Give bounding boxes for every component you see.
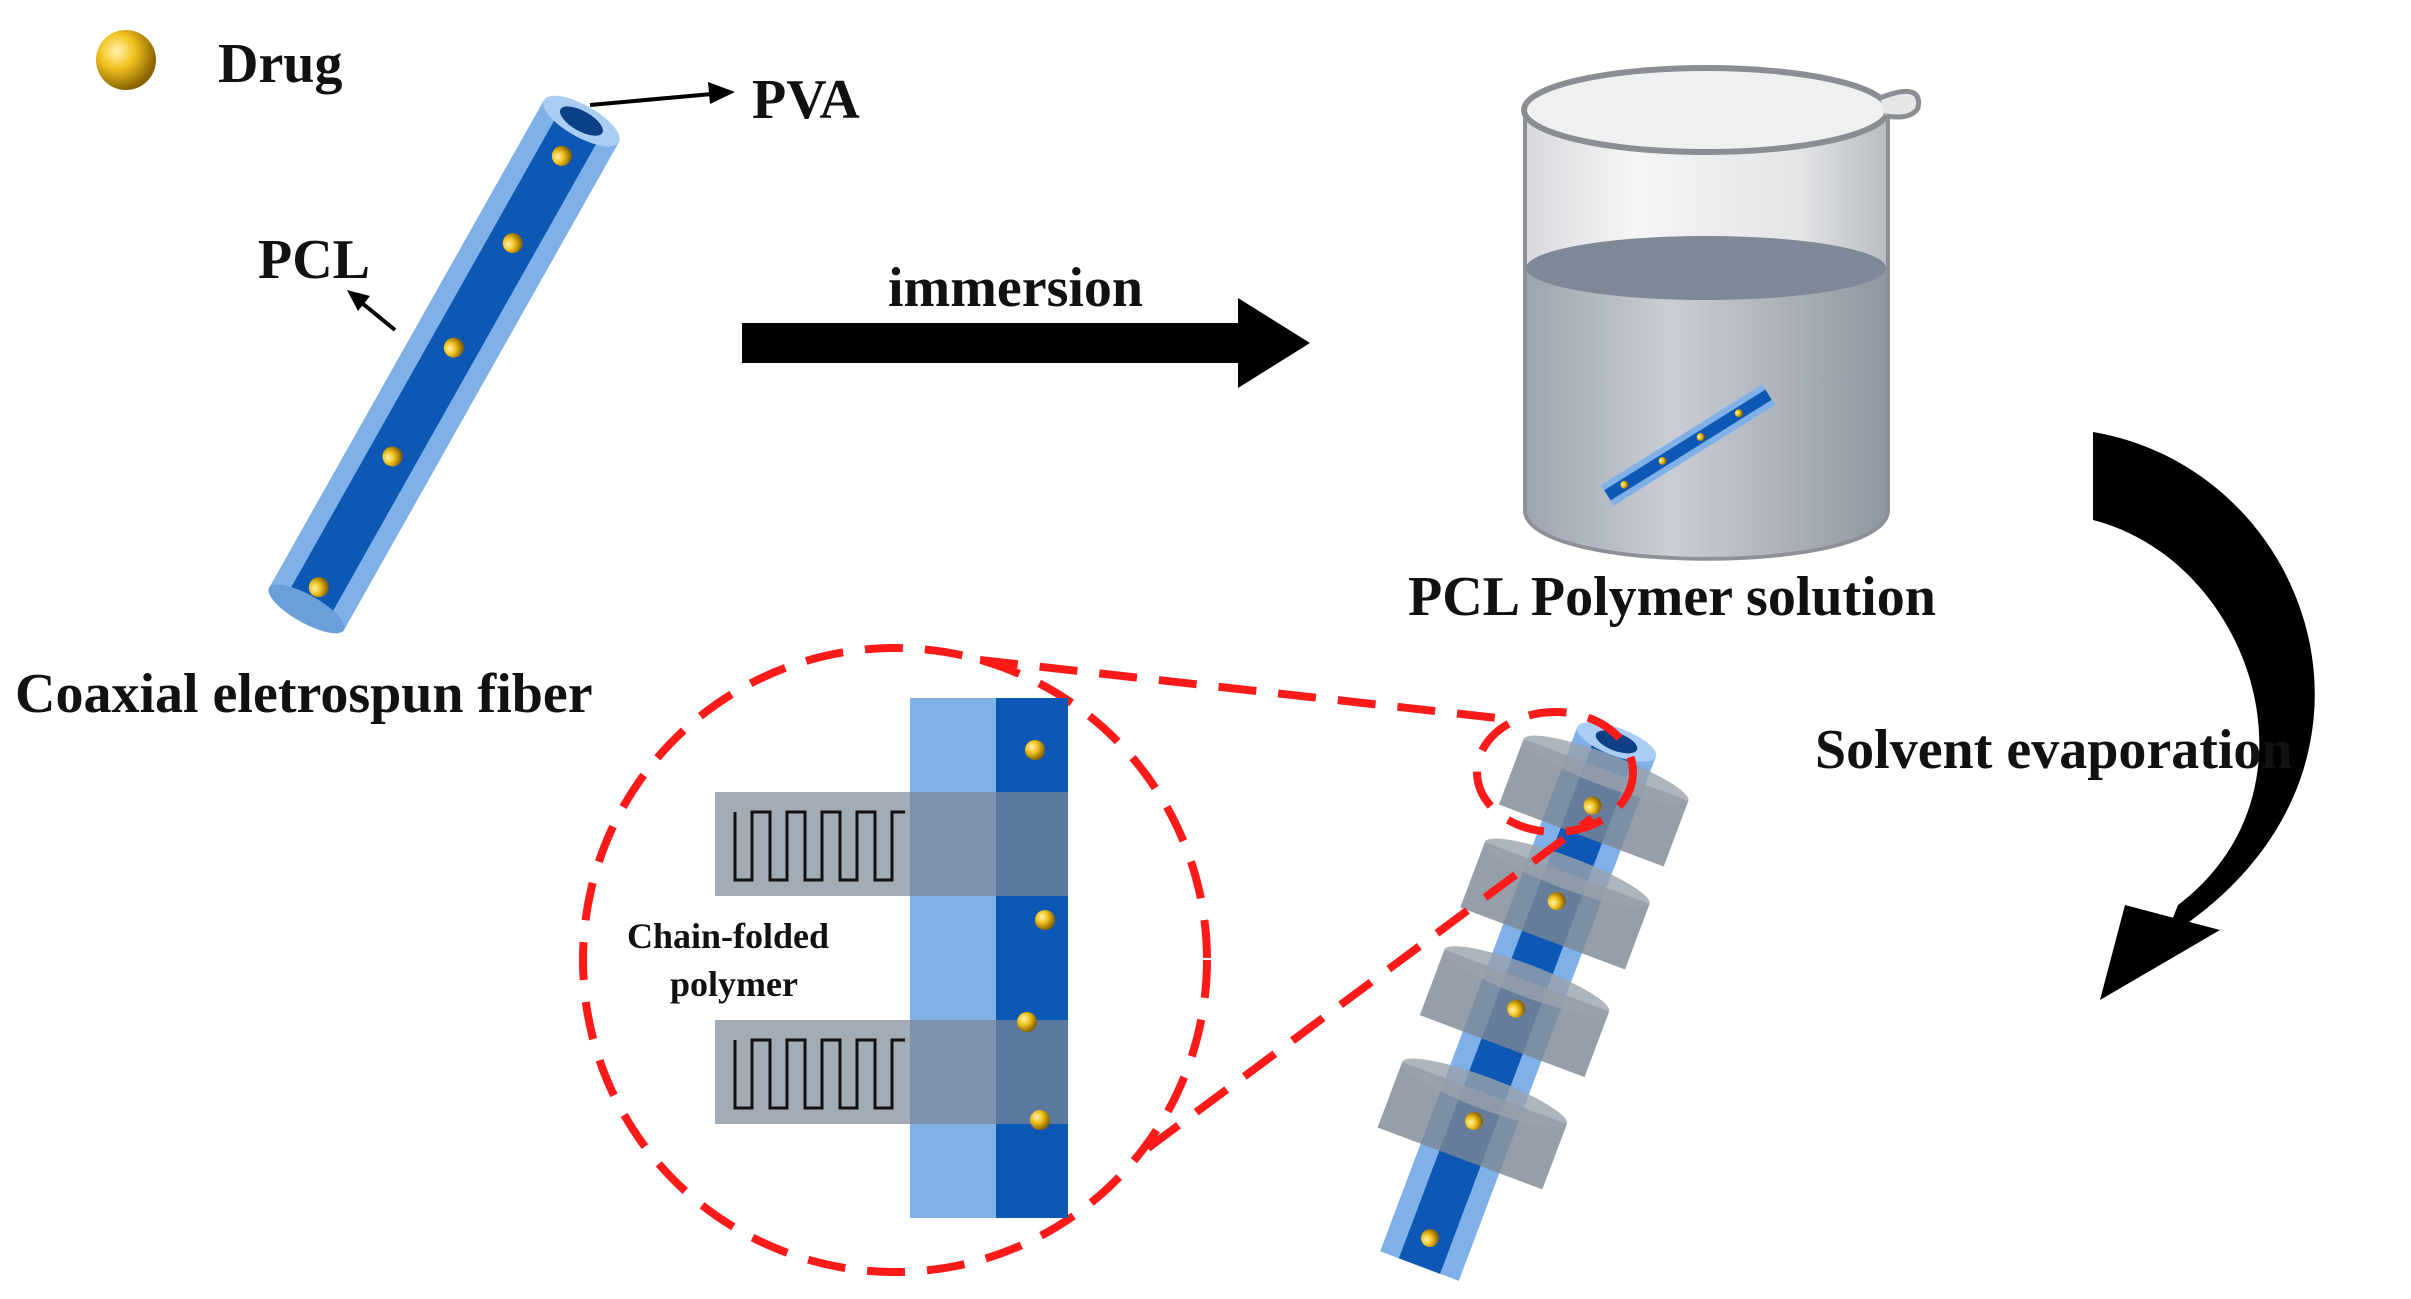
drug-legend-icon: [96, 30, 156, 90]
zoom-indicator: [579, 644, 1637, 1276]
solution-label: PCL Polymer solution: [1408, 566, 1936, 628]
fiber-core-opening: [559, 106, 603, 136]
zoom-core: [996, 698, 1068, 1218]
immersed-fiber: [1601, 384, 1775, 506]
drug-particle: [1030, 1110, 1050, 1130]
beaker-liquid: [1527, 268, 1886, 557]
fiber-end-bottom: [268, 584, 345, 634]
drug-particle: [382, 446, 403, 467]
evaporation-arrow: Solvent evaporation: [1815, 432, 2315, 1000]
zoom-line-top: [979, 656, 1516, 724]
pva-label: PVA: [752, 69, 860, 131]
chain-fold-line: [733, 1038, 905, 1110]
fiber-caption: Coaxial eletrospun fiber: [15, 663, 593, 725]
drug-particle: [1465, 1112, 1484, 1131]
zoom-circle: [579, 644, 1211, 1276]
zoom-source-circle: [1473, 708, 1637, 836]
zoom-lamella-bottom: [715, 1020, 1068, 1124]
pcl-pointer: PCL: [258, 229, 397, 332]
crystallized-fiber: [1377, 722, 1689, 1281]
drug-particle: [1507, 999, 1526, 1018]
drug-particle: [502, 233, 523, 254]
drug-particle: [1583, 796, 1602, 815]
liquid-surface: [1526, 236, 1886, 300]
drug-particle: [443, 337, 464, 358]
chain-folded-label-1: Chain-folded: [627, 916, 829, 956]
zoomed-detail: Chain-folded polymer: [627, 698, 1068, 1218]
pcl-label: PCL: [258, 229, 370, 291]
chain-fold-line: [733, 810, 905, 882]
drug-legend-label: Drug: [218, 33, 342, 95]
beaker-spout: [1879, 88, 1922, 120]
beaker: [1521, 65, 1922, 561]
pva-pointer: PVA: [589, 69, 860, 131]
zoom-shell: [910, 698, 996, 1218]
zoom-lamella-top: [715, 792, 1068, 896]
beaker-rim: [1521, 65, 1891, 155]
chain-folded-label-2: polymer: [670, 964, 798, 1004]
drug-particle: [1547, 892, 1566, 911]
legend: Drug: [96, 30, 342, 95]
drug-particle: [551, 145, 572, 166]
drug-particle: [1017, 1012, 1037, 1032]
coaxial-fiber: [268, 95, 620, 634]
drug-particle: [1035, 910, 1055, 930]
fiber-core: [285, 109, 603, 621]
drug-particle: [1025, 740, 1045, 760]
evaporation-label: Solvent evaporation: [1815, 719, 2293, 781]
drug-particle: [1421, 1229, 1440, 1248]
immersion-arrow: immersion: [742, 257, 1310, 388]
drug-particle: [308, 577, 329, 598]
zoom-line-bottom: [1145, 814, 1595, 1152]
immersion-label: immersion: [888, 257, 1143, 319]
